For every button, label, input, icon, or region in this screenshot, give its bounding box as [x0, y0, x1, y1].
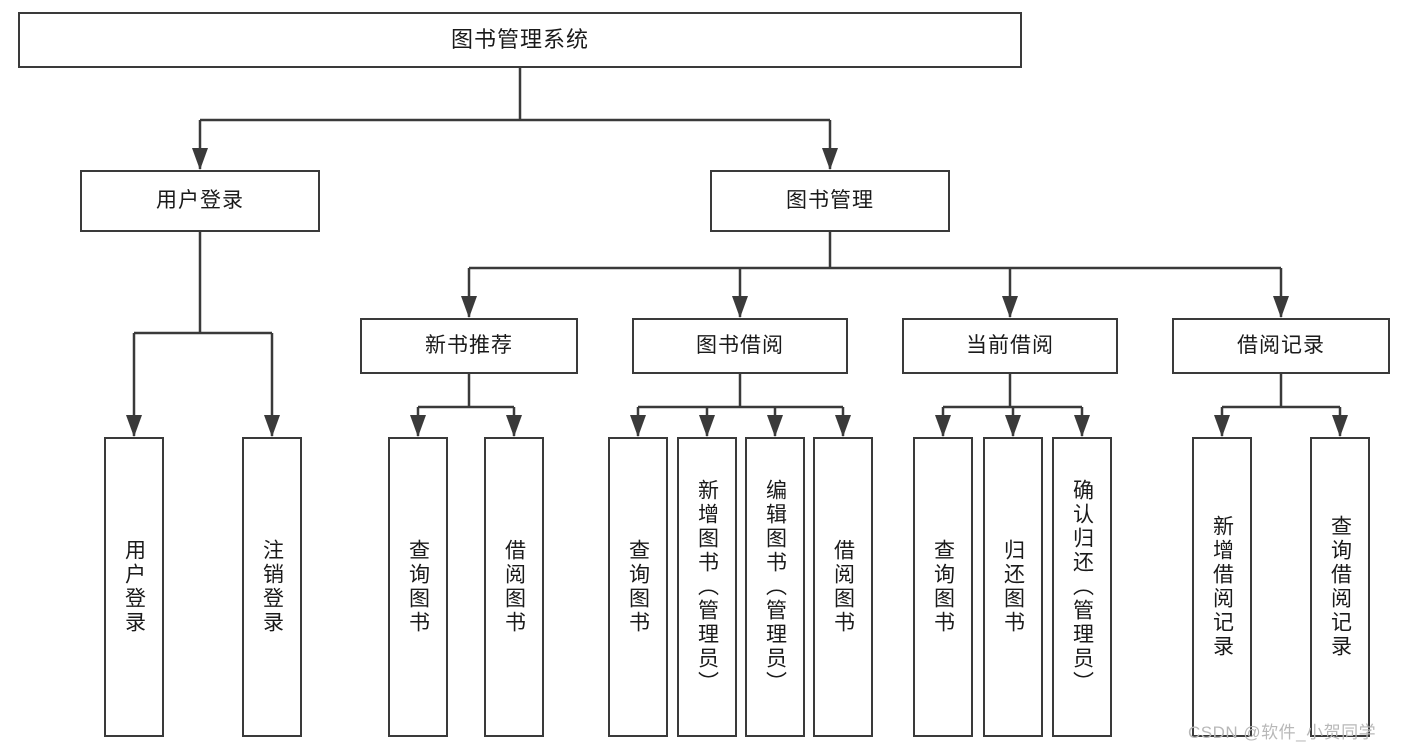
- node-leaf-borrow-3[interactable]: 编辑图书（管理员）: [745, 437, 805, 737]
- node-leaf-new-1[interactable]: 查询图书: [388, 437, 448, 737]
- node-label: 归还图书: [1001, 539, 1025, 635]
- node-label: 图书借阅: [696, 333, 784, 357]
- node-label: 图书管理: [786, 188, 874, 212]
- arrowhead-icon: [264, 415, 280, 437]
- node-label: 注销登录: [260, 539, 284, 635]
- node-label: 用户登录: [122, 539, 146, 635]
- arrowhead-icon: [1273, 296, 1289, 318]
- node-bookmgr[interactable]: 图书管理: [710, 170, 950, 232]
- node-label: 新增图书（管理员）: [695, 479, 719, 695]
- node-leaf-rec-1[interactable]: 新增借阅记录: [1192, 437, 1252, 737]
- arrowhead-icon: [1005, 415, 1021, 437]
- node-login[interactable]: 用户登录: [80, 170, 320, 232]
- arrowhead-icon: [1214, 415, 1230, 437]
- node-leaf-borrow-2[interactable]: 新增图书（管理员）: [677, 437, 737, 737]
- node-leaf-login-2[interactable]: 注销登录: [242, 437, 302, 737]
- node-label: 新书推荐: [425, 333, 513, 357]
- arrowhead-icon: [699, 415, 715, 437]
- arrowhead-icon: [630, 415, 646, 437]
- arrowhead-icon: [1074, 415, 1090, 437]
- node-leaf-rec-2[interactable]: 查询借阅记录: [1310, 437, 1370, 737]
- arrowhead-icon: [822, 148, 838, 170]
- node-label: 确认归还（管理员）: [1070, 479, 1094, 695]
- node-leaf-borrow-1[interactable]: 查询图书: [608, 437, 668, 737]
- node-label: 借阅记录: [1237, 333, 1325, 357]
- node-label: 编辑图书（管理员）: [763, 479, 787, 695]
- node-leaf-cur-1[interactable]: 查询图书: [913, 437, 973, 737]
- node-records[interactable]: 借阅记录: [1172, 318, 1390, 374]
- arrowhead-icon: [1332, 415, 1348, 437]
- node-current[interactable]: 当前借阅: [902, 318, 1118, 374]
- node-label: 当前借阅: [966, 333, 1054, 357]
- node-newbook[interactable]: 新书推荐: [360, 318, 578, 374]
- arrowhead-icon: [126, 415, 142, 437]
- node-label: 查询图书: [626, 539, 650, 635]
- node-leaf-cur-2[interactable]: 归还图书: [983, 437, 1043, 737]
- arrowhead-icon: [506, 415, 522, 437]
- arrowhead-icon: [935, 415, 951, 437]
- arrowhead-icon: [767, 415, 783, 437]
- node-borrow[interactable]: 图书借阅: [632, 318, 848, 374]
- arrowhead-icon: [732, 296, 748, 318]
- node-label: 新增借阅记录: [1210, 515, 1234, 659]
- node-label: 借阅图书: [831, 539, 855, 635]
- node-label: 查询借阅记录: [1328, 515, 1352, 659]
- node-label: 借阅图书: [502, 539, 526, 635]
- node-label: 图书管理系统: [450, 27, 589, 53]
- arrowhead-icon: [1002, 296, 1018, 318]
- arrowhead-icon: [461, 296, 477, 318]
- arrowhead-icon: [410, 415, 426, 437]
- arrowhead-icon: [192, 148, 208, 170]
- node-root[interactable]: 图书管理系统: [18, 12, 1022, 68]
- node-label: 查询图书: [406, 539, 430, 635]
- node-leaf-login-1[interactable]: 用户登录: [104, 437, 164, 737]
- node-label: 用户登录: [156, 188, 244, 212]
- node-leaf-new-2[interactable]: 借阅图书: [484, 437, 544, 737]
- node-leaf-cur-3[interactable]: 确认归还（管理员）: [1052, 437, 1112, 737]
- arrowhead-icon: [835, 415, 851, 437]
- node-leaf-borrow-4[interactable]: 借阅图书: [813, 437, 873, 737]
- node-label: 查询图书: [931, 539, 955, 635]
